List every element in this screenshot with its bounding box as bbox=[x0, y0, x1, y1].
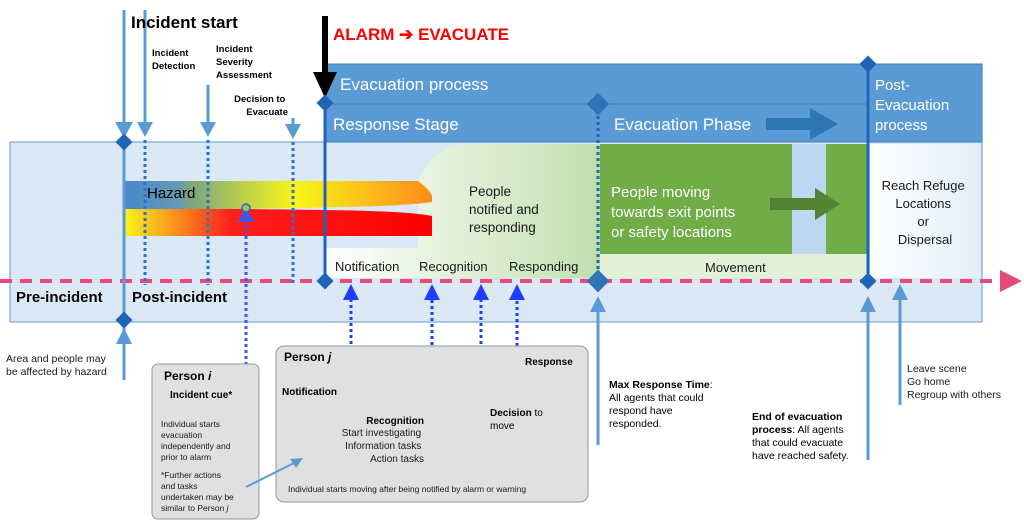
end-evacuation-label: End of evacuation process: All agents th… bbox=[752, 411, 849, 462]
people-moving-area-end bbox=[826, 144, 868, 254]
pre-incident-label: Pre-incident bbox=[16, 289, 103, 306]
person-i-title: Person i bbox=[164, 369, 212, 383]
response-stage-label: Response Stage bbox=[333, 115, 459, 134]
incident-start-label: Incident start bbox=[131, 13, 238, 32]
movement-strip bbox=[600, 254, 868, 278]
evacuation-process-label: Evacuation process bbox=[340, 75, 488, 94]
people-moving-arrow bbox=[770, 188, 840, 220]
people-moving-area bbox=[600, 144, 792, 254]
incident-detection-label: Incident Detection bbox=[152, 48, 195, 72]
post-evacuation-area bbox=[870, 144, 981, 278]
decision-arrow bbox=[473, 284, 489, 300]
people-notified-label: People notified and responding bbox=[469, 184, 543, 235]
person-i-note: *Further actions and tasks undertaken ma… bbox=[161, 470, 236, 513]
area-affected-note: Area and people may be affected by hazar… bbox=[6, 353, 109, 378]
alarm-evacuate-label: ALARM ➔ EVACUATE bbox=[333, 25, 509, 44]
reach-refuge-label: Reach Refuge Locations or Dispersal bbox=[882, 178, 969, 247]
evacuation-phase-label: Evacuation Phase bbox=[614, 115, 751, 134]
area-affected-arrow bbox=[116, 328, 132, 344]
alarm-arrow bbox=[313, 72, 337, 98]
decision-to-evacuate-label: Decision to Evacuate bbox=[234, 94, 288, 118]
people-moving-label: People moving towards exit points or saf… bbox=[611, 184, 739, 241]
post-evacuation-label: Post- Evacuation process bbox=[875, 77, 953, 134]
end-evacuation-arrow bbox=[860, 296, 876, 312]
leave-scene-label: Leave scene Go home Regroup with others bbox=[907, 363, 1001, 401]
max-response-arrow bbox=[590, 296, 606, 312]
person-j-recognition-title: Recognition bbox=[366, 416, 424, 427]
max-response-label: Max Response Time: All agents that could… bbox=[609, 379, 716, 430]
person-i-description: Individual starts evacuation independent… bbox=[161, 419, 233, 462]
leave-scene-arrow bbox=[892, 284, 908, 300]
post-incident-label: Post-incident bbox=[132, 289, 227, 306]
person-j-title: Person j bbox=[284, 350, 332, 364]
person-j-box bbox=[275, 345, 589, 503]
response-arrow bbox=[509, 284, 525, 300]
recognition-arrow bbox=[424, 284, 440, 300]
post-evacuation-band bbox=[867, 63, 983, 143]
person-j-footer: Individual starts moving after being not… bbox=[288, 484, 526, 494]
hazard-lower bbox=[124, 209, 432, 236]
notification-arrow bbox=[343, 284, 359, 300]
hazard-label: Hazard bbox=[147, 185, 195, 202]
stage-notification: Notification bbox=[335, 259, 399, 274]
evacuation-phase-arrow bbox=[766, 108, 838, 140]
incident-start-marker bbox=[115, 133, 133, 151]
hazard-upper bbox=[124, 181, 432, 209]
decision-to-move-label: Decision to move bbox=[490, 408, 546, 432]
stage-movement: Movement bbox=[705, 260, 766, 275]
stage-recognition: Recognition bbox=[419, 259, 488, 274]
severity-assessment-label: Incident Severity Assessment bbox=[216, 44, 273, 81]
person-i-box bbox=[151, 363, 260, 520]
response-label: Response bbox=[525, 357, 573, 368]
stage-responding: Responding bbox=[509, 259, 578, 274]
recognition-items: Start investigating Information tasks Ac… bbox=[342, 428, 424, 465]
timeline-arrowhead bbox=[1000, 270, 1022, 292]
incident-cue-arrow bbox=[238, 208, 254, 222]
incident-cue-label: Incident cue* bbox=[170, 390, 232, 401]
person-j-notification: Notification bbox=[282, 387, 337, 398]
